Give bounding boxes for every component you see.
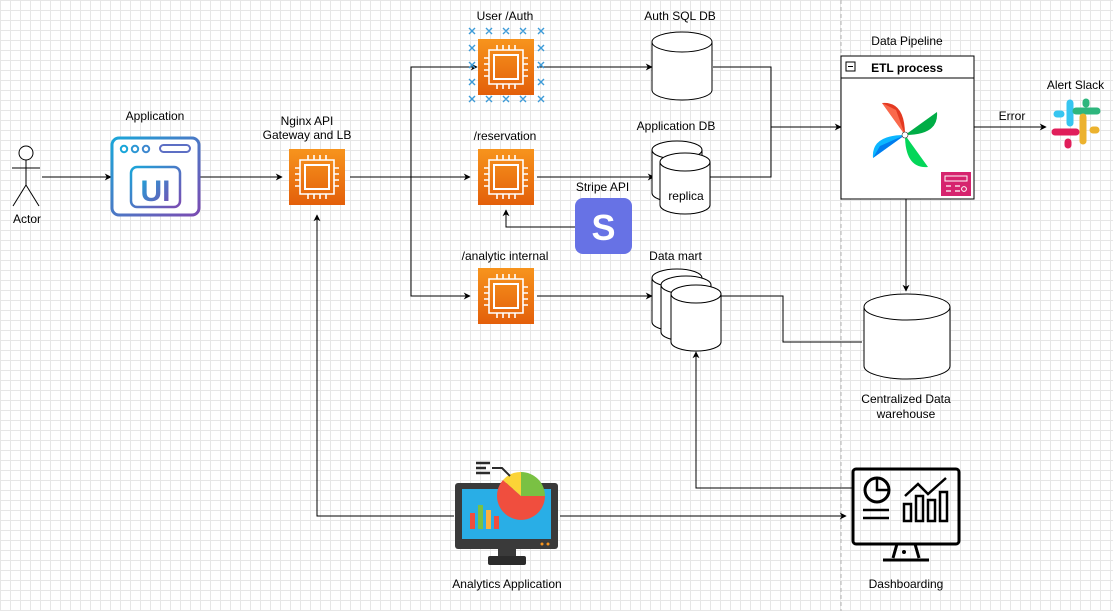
stick-figure-icon	[12, 145, 40, 207]
airflow-pinwheel-icon	[872, 102, 938, 168]
edge-nginx-userauth	[410, 63, 478, 177]
data-pipeline-label: Data Pipeline	[871, 34, 943, 48]
application-db-icon	[651, 140, 711, 215]
edge-dashboard-datamart	[692, 351, 852, 489]
selection-handles	[468, 27, 545, 103]
auth-db-label: Auth SQL DB	[644, 9, 716, 23]
etl-badge-icon	[941, 172, 971, 196]
edge-stripe-reservation	[502, 209, 575, 228]
etl-process-title: ETL process	[871, 61, 943, 75]
nginx-label-line1: Nginx API	[280, 114, 334, 128]
stripe-label: Stripe API	[575, 180, 630, 194]
reservation-label: /reservation	[473, 129, 537, 143]
nginx-chip-icon	[288, 148, 346, 206]
analytic-chip-icon	[477, 267, 535, 325]
ui-logo-text: UI	[141, 175, 171, 208]
stripe-logo-text: S	[591, 207, 615, 248]
dashboarding-label: Dashboarding	[868, 577, 944, 591]
actor-label: Actor	[12, 212, 41, 226]
application-db-label: Application DB	[636, 119, 716, 133]
data-mart-label: Data mart	[649, 249, 702, 263]
application-label: Application	[125, 109, 185, 123]
edge-analytics-nginx	[313, 214, 454, 517]
userauth-chip-icon	[477, 38, 535, 96]
alert-slack-label: Alert Slack	[1046, 78, 1105, 92]
edge-nginx-analytic	[410, 177, 471, 300]
analytic-label: /analytic internal	[461, 249, 549, 263]
warehouse-label-line1: Centralized Data	[861, 392, 951, 406]
dashboard-monitor-icon	[851, 467, 961, 562]
connectors	[42, 63, 1047, 520]
data-mart-icon	[651, 268, 722, 352]
reservation-chip-icon	[477, 148, 535, 206]
auth-db-icon	[651, 31, 713, 101]
stripe-logo-icon: S	[575, 198, 632, 254]
data-warehouse-icon	[863, 293, 951, 380]
nginx-label-line2: Gateway and LB	[262, 128, 352, 142]
browser-ui-icon: UI	[110, 136, 201, 217]
error-label: Error	[998, 109, 1026, 123]
etl-container	[840, 55, 975, 200]
userauth-label: User /Auth	[476, 9, 534, 23]
slack-logo-icon	[1051, 98, 1101, 149]
monitor-pie-chart-icon	[455, 461, 558, 565]
warehouse-label-line2: warehouse	[876, 407, 936, 421]
analytics-app-label: Analytics Application	[452, 577, 562, 591]
edge-datamart-warehouse	[721, 295, 862, 343]
replica-label: replica	[668, 189, 704, 203]
edge-authdb-merge	[710, 66, 772, 178]
